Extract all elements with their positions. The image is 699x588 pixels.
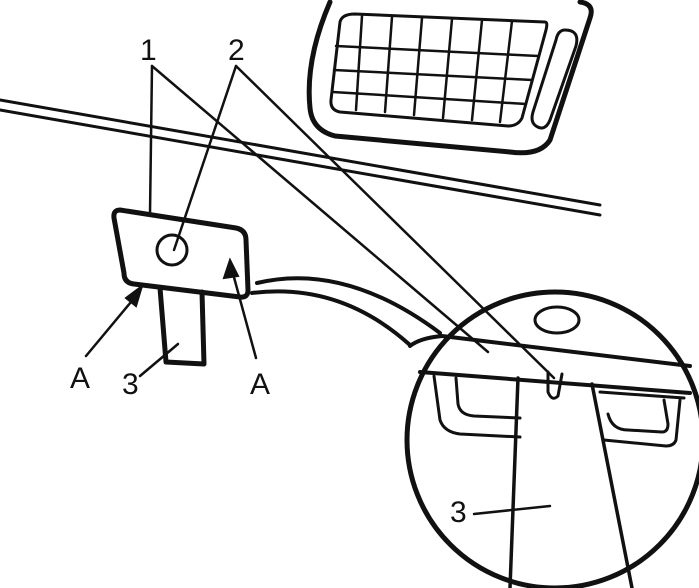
leader-2-a	[172, 64, 238, 252]
leader-1-b	[150, 64, 490, 354]
panel-edge-lines	[0, 98, 602, 217]
callout-a-right: A	[250, 368, 271, 401]
clip-stem	[157, 285, 207, 367]
detail-plate-left-edge	[508, 376, 520, 588]
leader-a-left	[84, 294, 138, 358]
vent-grille	[306, 0, 594, 156]
callout-3-detail: 3	[450, 496, 467, 529]
callout-2: 2	[228, 34, 245, 67]
clip-hole	[155, 233, 189, 267]
leader-3-detail	[472, 504, 552, 516]
detail-plate-right-edge	[590, 382, 634, 588]
leader-3-left	[138, 342, 180, 378]
detail-connector	[250, 276, 442, 347]
arrow-a-right	[222, 257, 240, 280]
leader-lines	[84, 64, 556, 516]
leader-2-b	[234, 64, 556, 380]
leader-1-a	[148, 64, 154, 216]
detail-view	[404, 289, 699, 588]
callout-a-left: A	[70, 362, 91, 395]
detail-hole	[533, 305, 581, 335]
arrow-a-left	[124, 283, 144, 308]
grille-slats	[331, 14, 540, 124]
leader-a-right	[230, 268, 258, 360]
callout-3-left: 3	[122, 368, 139, 401]
callout-1: 1	[140, 34, 157, 67]
